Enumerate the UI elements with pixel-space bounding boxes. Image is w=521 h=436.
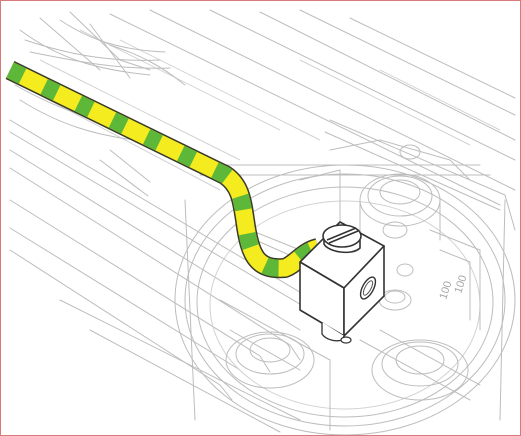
slotted-screw-icon bbox=[322, 224, 362, 254]
housing-rails bbox=[9, 9, 516, 433]
housing-mark-2: 100 bbox=[452, 274, 469, 295]
background-housing: 100 100 bbox=[9, 9, 516, 436]
earth-wire-icon bbox=[5, 61, 322, 279]
housing-mark-1: 100 bbox=[437, 280, 454, 301]
earth-terminal-icon bbox=[299, 221, 385, 344]
